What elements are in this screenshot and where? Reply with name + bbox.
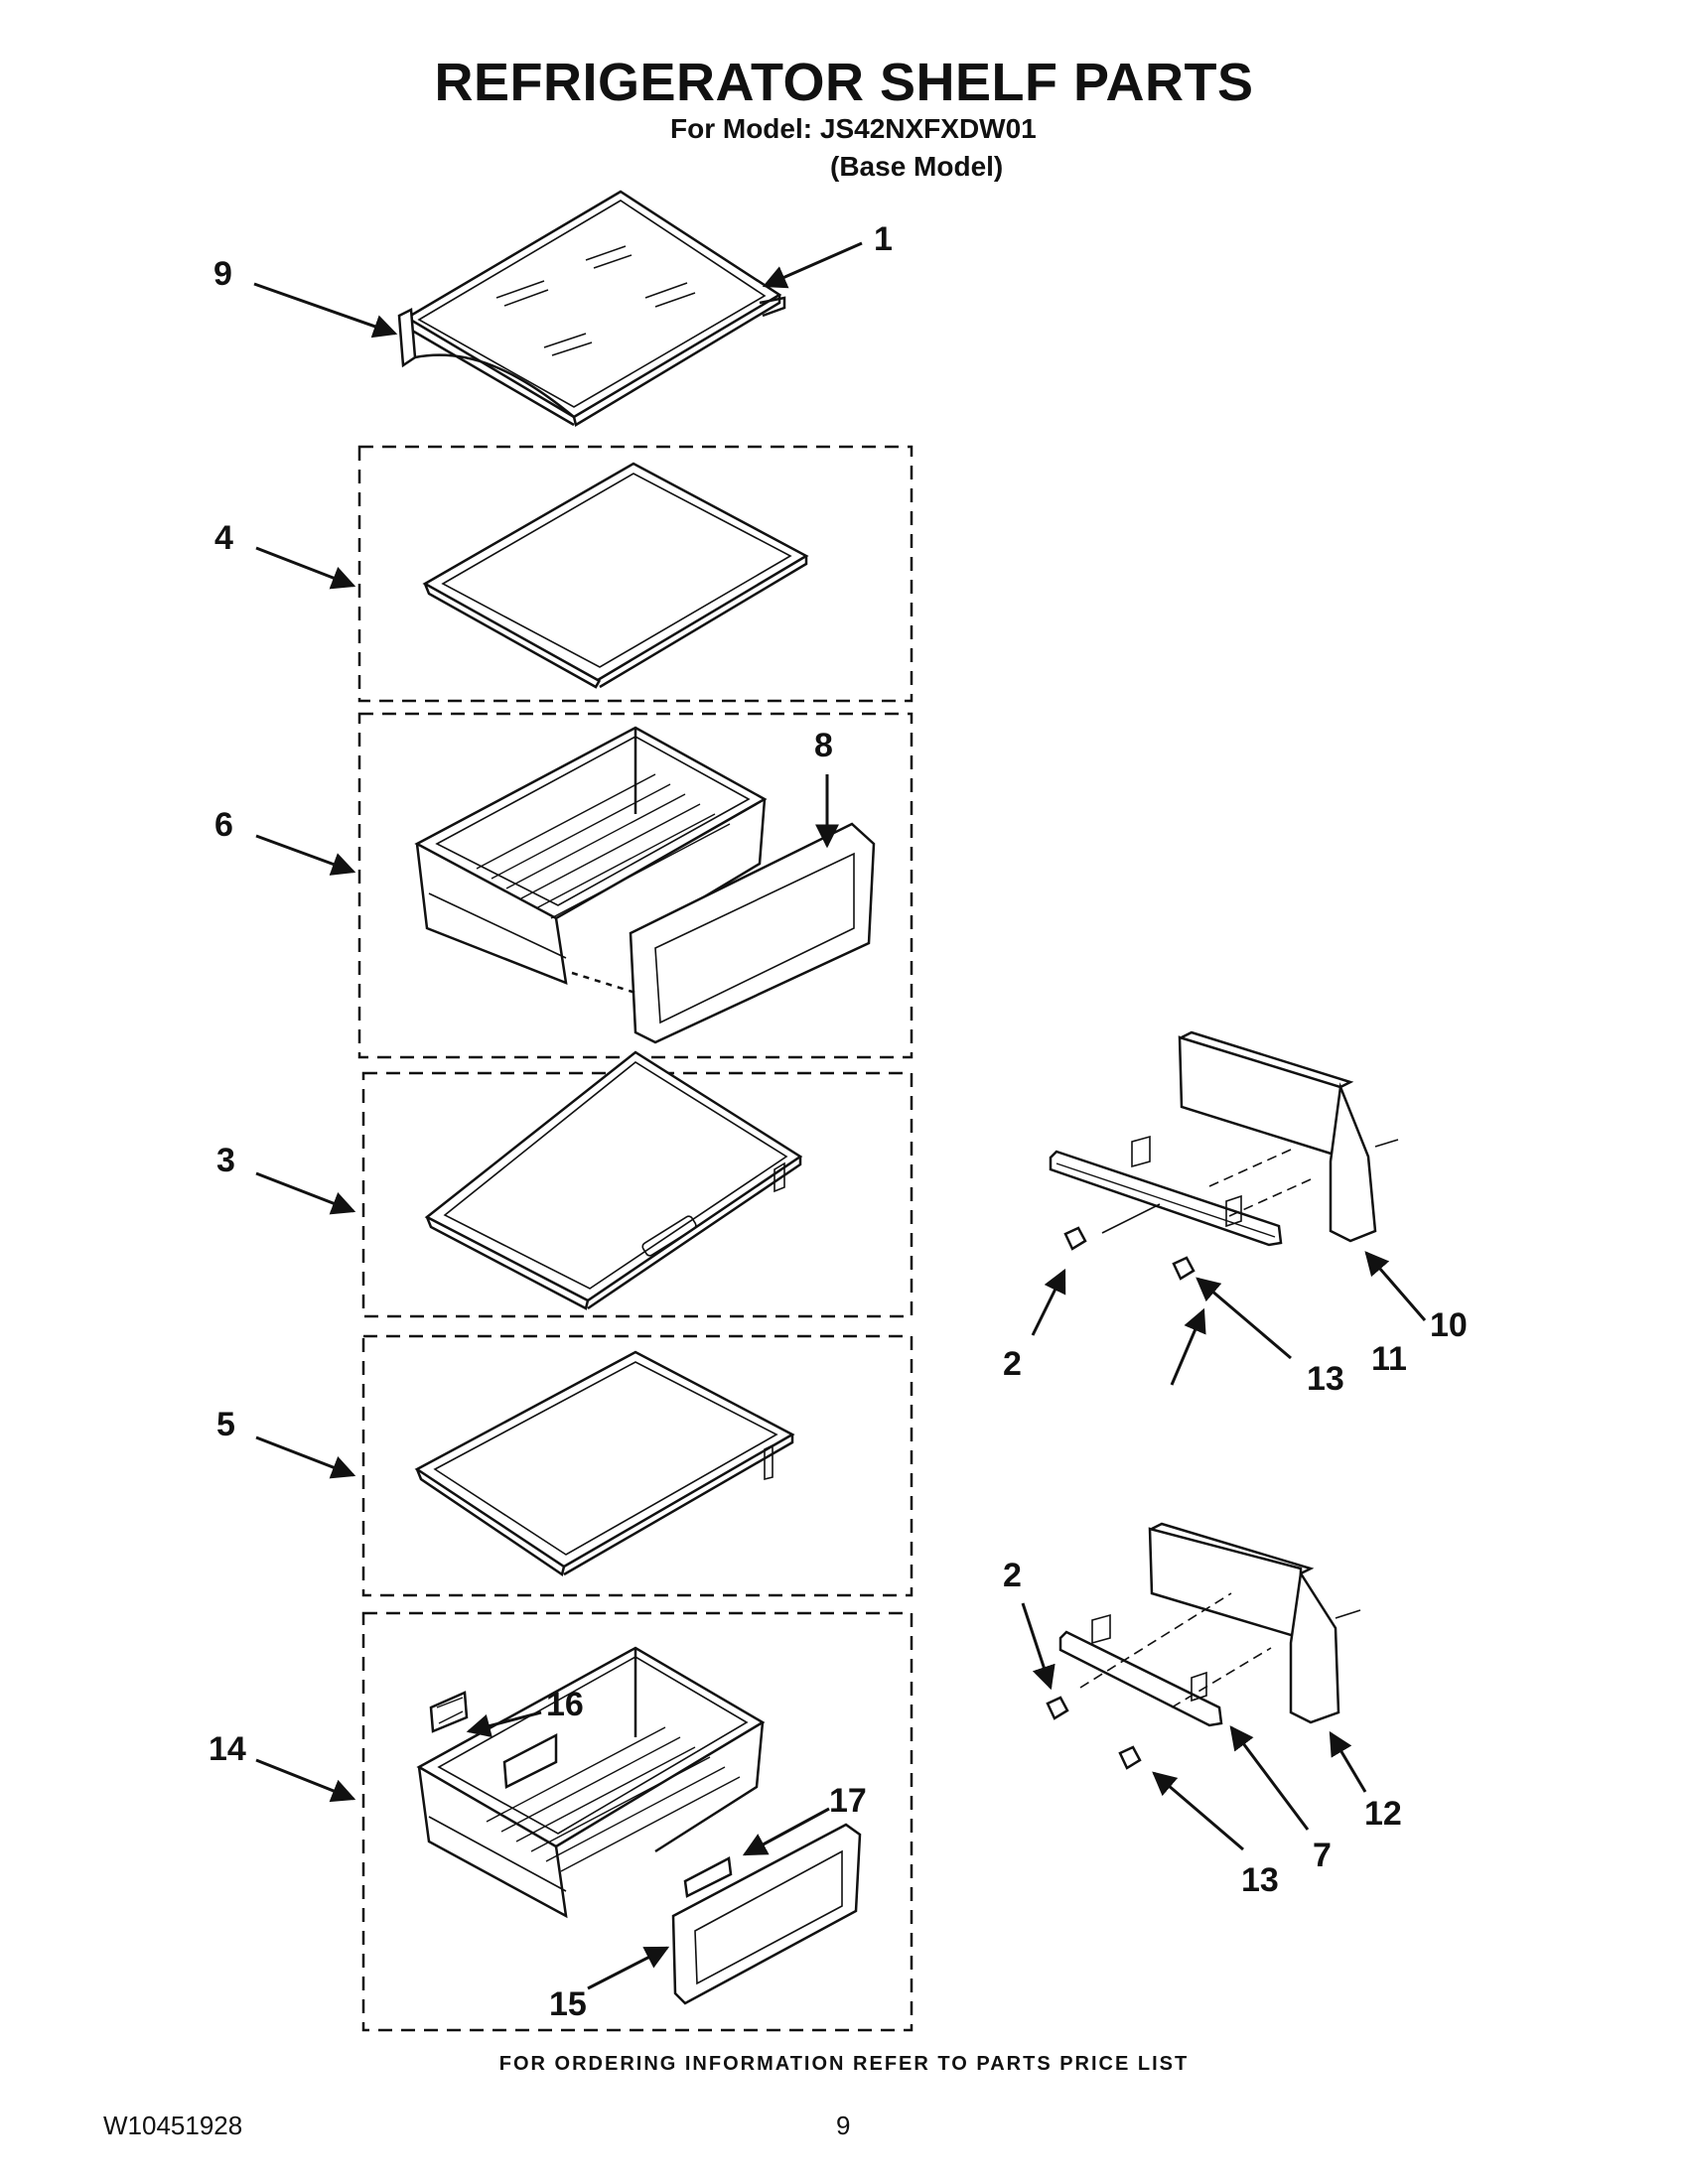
- callout-10: 10: [1430, 1306, 1468, 1344]
- callout-5: 5: [216, 1406, 235, 1443]
- shelf-front-trim-upper: [1049, 1030, 1399, 1281]
- callout-4: 4: [214, 519, 233, 557]
- deli-drawer-6: [414, 726, 876, 1044]
- callout-13-upper: 13: [1307, 1360, 1344, 1398]
- document-number: W10451928: [103, 2111, 243, 2140]
- glass-shelf-3: [424, 1050, 803, 1310]
- callout-13-lower: 13: [1241, 1861, 1279, 1899]
- model-line: For Model: JS42NXFXDW01: [670, 113, 1037, 144]
- leader-lines: [253, 241, 1427, 1990]
- glass-shelf-4: [422, 462, 809, 689]
- callout-12: 12: [1364, 1795, 1402, 1833]
- callout-11: 11: [1371, 1340, 1407, 1378]
- callout-2-lower: 2: [1003, 1557, 1022, 1594]
- callout-9: 9: [213, 255, 232, 293]
- glass-shelf-5: [414, 1350, 795, 1577]
- callout-17: 17: [829, 1782, 867, 1820]
- callout-1: 1: [874, 220, 893, 258]
- ordering-note: FOR ORDERING INFORMATION REFER TO PARTS …: [498, 2053, 1190, 2075]
- shelf-assembly-top: [397, 190, 786, 427]
- callout-8: 8: [814, 727, 833, 764]
- callout-2-upper: 2: [1003, 1345, 1022, 1383]
- page-number: 9: [836, 2111, 851, 2140]
- dashed-group-box-4: [357, 445, 914, 703]
- callout-3: 3: [216, 1142, 235, 1179]
- page-title: REFRIGERATOR SHELF PARTS: [434, 53, 1254, 112]
- callout-16: 16: [546, 1686, 584, 1723]
- callout-6: 6: [214, 806, 233, 844]
- callout-15: 15: [549, 1985, 587, 2023]
- shelf-front-trim-lower: [1046, 1522, 1361, 1770]
- crisper-drawer-14: [416, 1646, 862, 2005]
- dashed-group-box-5: [361, 1334, 914, 1597]
- callout-14: 14: [209, 1730, 246, 1768]
- dashed-group-box-14: [361, 1611, 914, 2032]
- callout-7: 7: [1313, 1837, 1332, 1874]
- base-model-label: (Base Model): [830, 151, 1004, 182]
